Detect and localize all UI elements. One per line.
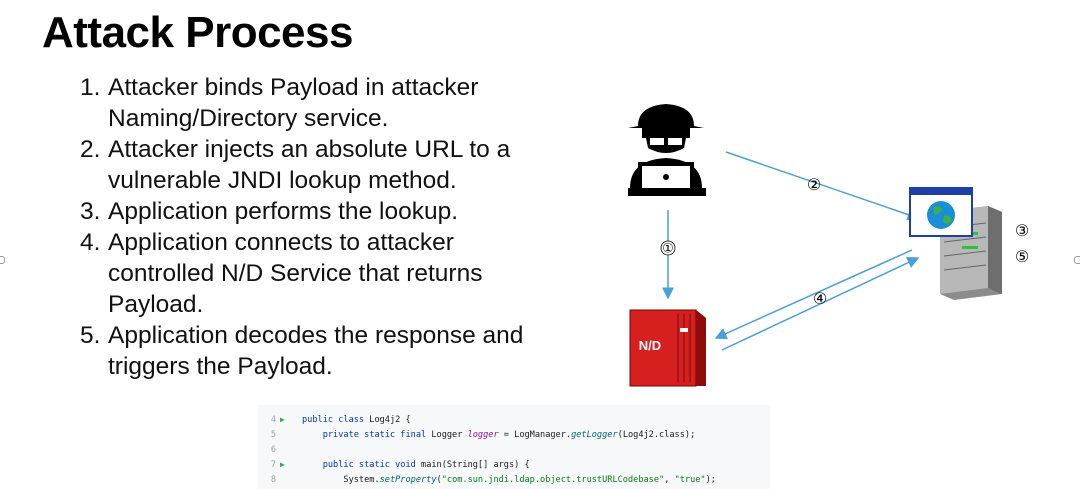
code-token xyxy=(302,430,323,440)
code-line: 6 xyxy=(258,445,770,459)
line-number: 8 xyxy=(270,475,276,485)
marker-1: ① xyxy=(662,242,674,257)
step-number: 2. xyxy=(80,136,101,163)
run-gutter-icon[interactable]: ▶ xyxy=(280,460,285,469)
code-token: "com.sun.jndi.ldap.object.trustURLCodeba… xyxy=(441,475,665,485)
code-line: 7 ▶ public static void main(String[] args… xyxy=(258,460,770,474)
step-number: 3. xyxy=(80,198,101,225)
code-token: ( xyxy=(436,475,442,485)
server-globe-icon xyxy=(909,187,1002,300)
step-text-line: Application decodes the response and xyxy=(108,322,524,349)
step-text-line: Application connects to attacker xyxy=(108,229,454,256)
arrow-4-request xyxy=(714,249,913,340)
step-text-line: vulnerable JNDI lookup method. xyxy=(108,167,457,194)
marker-2: ② xyxy=(807,175,821,194)
marker-5: ⑤ xyxy=(1015,247,1029,266)
step-text-line: triggers the Payload. xyxy=(108,353,333,380)
arrow-4-response xyxy=(721,257,920,351)
code-token xyxy=(302,460,323,470)
code-token: getLogger xyxy=(571,430,618,440)
step-item: 5. Application decodes the response and tr… xyxy=(80,320,523,382)
code-token: public static void xyxy=(322,460,422,470)
line-number: 7 xyxy=(270,460,276,470)
code-token: = LogManager. xyxy=(498,430,572,440)
code-line: 4 ▶ public class Log4j2 { xyxy=(258,415,770,429)
page-title: Attack Process xyxy=(42,8,353,57)
run-gutter-icon[interactable]: ▶ xyxy=(280,415,285,424)
code-text: private static final Logger logger = Log… xyxy=(302,430,696,440)
attack-diagram: ① ② ④ N/D ③ ⑤ xyxy=(628,104,1029,387)
edge-handle-right xyxy=(1074,256,1080,264)
code-token: logger xyxy=(467,430,499,440)
nd-server: N/D xyxy=(629,309,706,387)
code-token: , xyxy=(664,475,675,485)
step-item: 4. Application connects to attacker contro… xyxy=(80,227,523,320)
step-text-line: Payload. xyxy=(108,291,204,318)
code-token: setProperty xyxy=(379,475,437,485)
line-number: 5 xyxy=(270,430,276,440)
code-snippet: 4 ▶ public class Log4j2 { 5 private static … xyxy=(258,405,770,489)
marker-3: ③ xyxy=(1015,221,1029,240)
nd-server-label: N/D xyxy=(639,338,661,353)
code-text: public class Log4j2 { xyxy=(302,415,411,425)
step-item: 3. Application performs the lookup. xyxy=(80,196,523,227)
line-number: 6 xyxy=(270,445,276,455)
step-text-line: controlled N/D Service that returns xyxy=(108,260,483,287)
code-token: Log4j2 { xyxy=(369,415,411,425)
code-token: private static final xyxy=(322,430,432,440)
step-number: 4. xyxy=(80,229,101,256)
arrow-2 xyxy=(725,151,920,221)
step-number: 1. xyxy=(80,74,101,101)
code-line: 5 private static final Logger logger = L… xyxy=(258,430,770,444)
code-token: System. xyxy=(302,475,380,485)
hacker-icon xyxy=(628,104,706,196)
code-token: "true" xyxy=(674,475,706,485)
step-text-line: Attacker injects an absolute URL to a xyxy=(108,136,511,163)
step-text-line: Attacker binds Payload in attacker xyxy=(108,74,479,101)
step-text-line: Naming/Directory service. xyxy=(108,105,389,132)
code-text: System.setProperty("com.sun.jndi.ldap.ob… xyxy=(302,475,716,485)
code-token: ); xyxy=(705,475,716,485)
step-item: 2. Attacker injects an absolute URL to a v… xyxy=(80,134,523,196)
marker-4: ④ xyxy=(813,289,827,308)
step-text-line: Application performs the lookup. xyxy=(108,198,458,225)
step-number: 5. xyxy=(80,322,101,349)
code-token: public class xyxy=(302,415,370,425)
code-text: public static void main(String[] args) { xyxy=(302,460,530,470)
edge-handle-left xyxy=(0,256,5,264)
code-token: main(String[] args) { xyxy=(421,460,530,470)
code-line: 8 System.setProperty("com.sun.jndi.ldap.… xyxy=(258,475,770,489)
code-token: (Log4j2.class); xyxy=(617,430,696,440)
code-token: Logger xyxy=(431,430,468,440)
line-number: 4 xyxy=(270,415,276,425)
